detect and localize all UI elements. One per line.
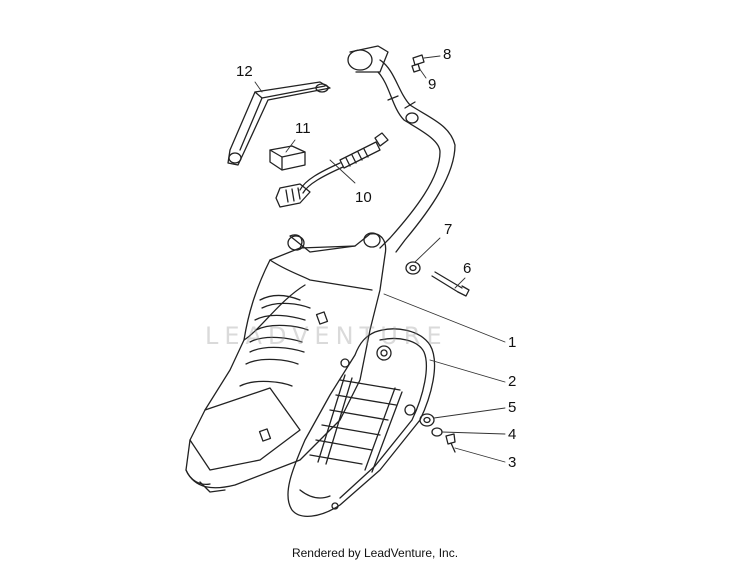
washer-part-4 (431, 427, 443, 437)
watermark-text: LEADVENTURE (205, 322, 448, 350)
callout-3: 3 (508, 454, 517, 471)
callout-2: 2 (508, 373, 517, 390)
callout-8: 8 (443, 46, 452, 63)
bracket-part-12 (227, 81, 331, 166)
callout-12: 12 (236, 63, 253, 80)
screw-part-3 (445, 433, 456, 453)
washer-part-5 (419, 413, 435, 427)
clamp-part-8 (412, 54, 425, 66)
exhaust-manifold-pipe (347, 45, 456, 253)
callout-1: 1 (508, 334, 517, 351)
leader-lines (254, 55, 506, 463)
heat-shield-part-2 (287, 328, 436, 517)
rubber-cover-part-11 (269, 145, 306, 171)
muffler-part-1 (185, 232, 387, 493)
callout-9: 9 (428, 76, 437, 93)
callout-11: 11 (295, 120, 311, 137)
callout-7: 7 (444, 221, 453, 238)
callout-5: 5 (508, 399, 517, 416)
callout-10: 10 (355, 189, 372, 206)
callout-4: 4 (508, 426, 517, 443)
callout-6: 6 (463, 260, 472, 277)
washer-part-7 (405, 261, 421, 275)
credit-text: Rendered by LeadVenture, Inc. (291, 546, 459, 560)
oxygen-sensor-part-10 (275, 132, 389, 208)
